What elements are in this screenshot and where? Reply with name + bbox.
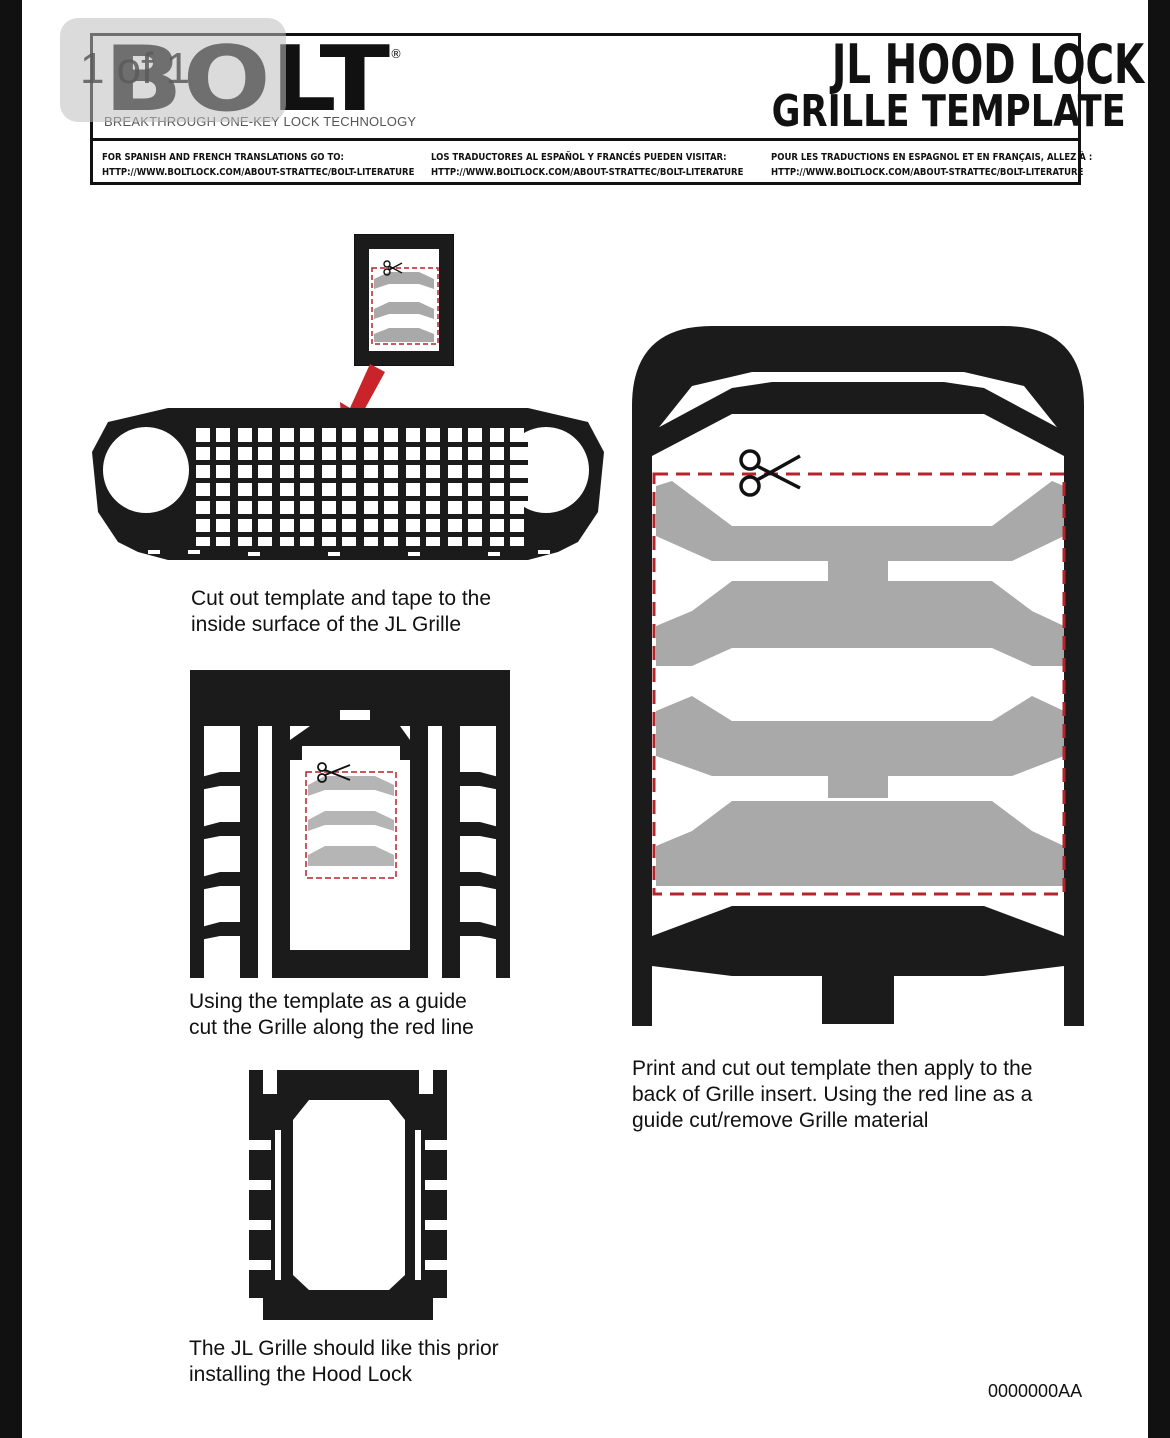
step-3-caption: The JL Grille should like this prior ins… [189, 1336, 499, 1388]
title-grille-template: GRILLE TEMPLATE [771, 86, 1126, 137]
jl-grille-illustration [92, 408, 604, 560]
step-2-caption: Using the template as a guide cut the Gr… [189, 989, 474, 1041]
caption-line: inside surface of the JL Grille [191, 613, 462, 636]
page-indicator-text: 1 of 1 [79, 44, 191, 93]
caption-line: The JL Grille should like this prior [189, 1337, 499, 1360]
page-indicator-badge: 1 of 1 [60, 18, 286, 122]
caption-line: guide cut/remove Grille material [632, 1109, 929, 1132]
scissors-icon [383, 260, 403, 276]
template-thumbnail [354, 234, 454, 366]
large-cut-template [632, 326, 1084, 1026]
translation-url[interactable]: HTTP://WWW.BOLTLOCK.COM/ABOUT-STRATTEC/B… [431, 167, 744, 178]
translation-url[interactable]: HTTP://WWW.BOLTLOCK.COM/ABOUT-STRATTEC/B… [771, 167, 1084, 178]
caption-line: Cut out template and tape to the [191, 587, 492, 610]
grille-after-cut-illustration [249, 1070, 447, 1320]
translation-label: LOS TRADUCTORES AL ESPAÑOL Y FRANCÉS PUE… [431, 152, 727, 163]
caption-line: cut the Grille along the red line [189, 1016, 474, 1039]
translation-label: FOR SPANISH AND FRENCH TRANSLATIONS GO T… [102, 152, 344, 163]
registered-mark: ® [390, 47, 402, 61]
translation-spanish: LOS TRADUCTORES AL ESPAÑOL Y FRANCÉS PUE… [431, 150, 743, 180]
grille-closeup-illustration [190, 670, 510, 978]
translation-english: FOR SPANISH AND FRENCH TRANSLATIONS GO T… [102, 150, 414, 180]
document-code: 0000000AA [988, 1381, 1083, 1401]
step-1-caption: Cut out template and tape to the inside … [191, 586, 491, 638]
template-note: Print and cut out template then apply to… [632, 1056, 1032, 1134]
translation-french: POUR LES TRADUCTIONS EN ESPAGNOL ET EN F… [771, 150, 1092, 180]
caption-line: back of Grille insert. Using the red lin… [632, 1083, 1033, 1106]
translation-label: POUR LES TRADUCTIONS EN ESPAGNOL ET EN F… [771, 152, 1093, 163]
caption-line: Print and cut out template then apply to… [632, 1057, 1033, 1080]
title-jl-hood-lock: JL HOOD LOCK [831, 33, 1145, 96]
header-divider [93, 138, 1078, 141]
translation-url[interactable]: HTTP://WWW.BOLTLOCK.COM/ABOUT-STRATTEC/B… [102, 167, 415, 178]
scissors-icon [739, 449, 801, 497]
scissors-icon [317, 762, 351, 783]
caption-line: Using the template as a guide [189, 990, 467, 1013]
caption-line: installing the Hood Lock [189, 1363, 412, 1386]
